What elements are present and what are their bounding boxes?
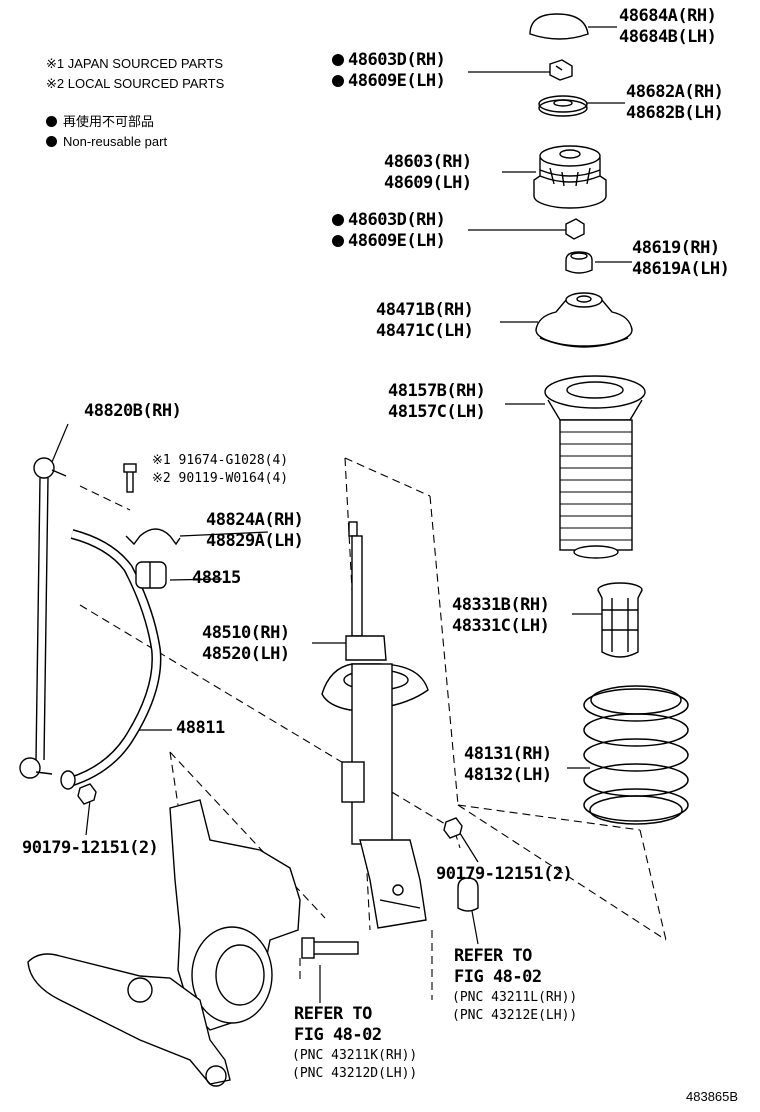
refer-pnc-right: (PNC 43211L(RH)) (PNC 43212E(LH)) (452, 990, 578, 1023)
nut-top (549, 59, 573, 81)
non-reusable-dot-icon (332, 235, 344, 247)
nut-mid (565, 218, 585, 240)
part-label-48811[interactable]: 48811 (176, 718, 225, 738)
non-reusable-dot-icon (46, 136, 57, 147)
refer-note-left[interactable]: REFER TO FIG 48-02 (294, 1004, 382, 1045)
non-reusable-dot-icon (332, 75, 344, 87)
bolts (77, 463, 479, 959)
shock-absorber (321, 521, 429, 929)
non-reusable-dot-icon (332, 214, 344, 226)
figure-id: 483865B (686, 1089, 739, 1104)
part-label-90179-right[interactable]: 90179-12151(2) (436, 864, 573, 884)
legend-local-sourced: ※2 LOCAL SOURCED PARTS (46, 76, 225, 91)
small-bushing (565, 251, 593, 274)
part-label-48471[interactable]: 48471B(RH) 48471C(LH) (376, 300, 474, 341)
legend-non-reusable-en: Non-reusable part (46, 132, 167, 152)
refer-note-right[interactable]: REFER TO FIG 48-02 (454, 946, 542, 987)
part-label-48619[interactable]: 48619(RH) 48619A(LH) (632, 238, 730, 279)
dust-cap (529, 13, 589, 40)
part-label-48510[interactable]: 48510(RH) 48520(LH) (202, 623, 290, 664)
part-label-48131[interactable]: 48131(RH) 48132(LH) (464, 744, 552, 785)
part-label-48331[interactable]: 48331B(RH) 48331C(LH) (452, 595, 550, 636)
bushing-bracket (125, 528, 181, 589)
part-label-48682[interactable]: 48682A(RH) 48682B(LH) (626, 82, 724, 123)
part-label-48684[interactable]: 48684A(RH) 48684B(LH) (619, 6, 717, 47)
non-reusable-dot-icon (46, 116, 57, 127)
part-label-48815[interactable]: 48815 (192, 568, 241, 588)
part-label-91674[interactable]: ※1 91674-G1028(4) ※2 90119-W0164(4) (152, 453, 289, 486)
strut-support (533, 145, 607, 209)
legend-non-reusable-jp-text: 再使用不可部品 (63, 114, 155, 129)
legend-japan-sourced: ※1 JAPAN SOURCED PARTS (46, 56, 224, 71)
non-reusable-dot-icon (332, 54, 344, 66)
legend-non-reusable-jp: 再使用不可部品 (46, 112, 154, 132)
legend-non-reusable-en-text: Non-reusable part (63, 134, 168, 149)
part-label-48157[interactable]: 48157B(RH) 48157C(LH) (388, 381, 486, 422)
leader-lines (51, 26, 632, 1003)
bearing (538, 95, 588, 117)
part-label-48603[interactable]: 48603(RH) 48609(LH) (384, 152, 472, 193)
part-label-48824[interactable]: 48824A(RH) 48829A(LH) (206, 510, 304, 551)
part-label-48603d-mid[interactable]: 48603D(RH) 48609E(LH) (332, 210, 446, 252)
part-label-90179-left[interactable]: 90179-12151(2) (22, 838, 159, 858)
part-label-48603d-top[interactable]: 48603D(RH) 48609E(LH) (332, 50, 446, 92)
bound-stopper (597, 582, 643, 658)
steering-knuckle (27, 799, 301, 1087)
spring-upper-seat (535, 292, 633, 348)
stabilizer-link (19, 457, 67, 779)
stabilizer-bar (60, 529, 162, 790)
coil-spring (583, 685, 689, 825)
dust-boot (544, 375, 646, 559)
part-label-48820[interactable]: 48820B(RH) (84, 401, 182, 421)
refer-pnc-left: (PNC 43211K(RH)) (PNC 43212D(LH)) (292, 1048, 418, 1081)
